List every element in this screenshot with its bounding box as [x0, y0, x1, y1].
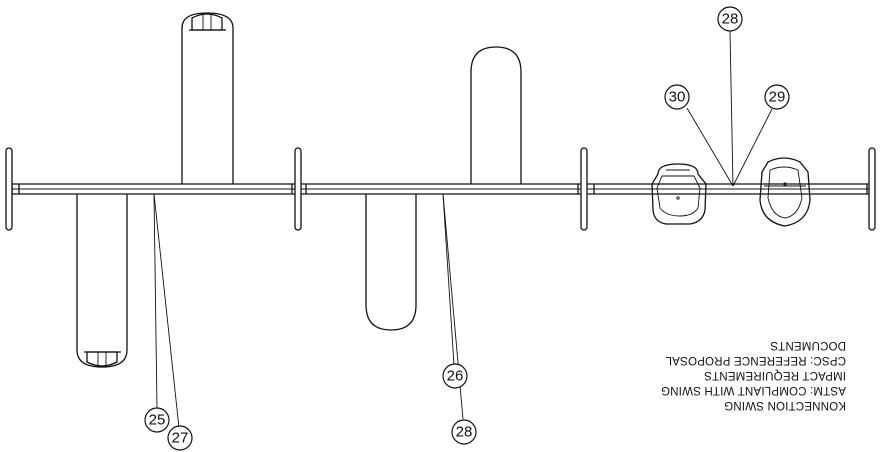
note-line: ASTM: COMPLIANT WITH SWING [660, 384, 846, 396]
svg-text:28: 28 [722, 11, 739, 28]
svg-text:25: 25 [149, 412, 166, 429]
tot-seat-icon [651, 163, 707, 225]
note-line: KONNECTION SWING [723, 399, 846, 411]
callout-27: 27 [167, 425, 193, 451]
callout-28-upper: 28 [717, 6, 743, 32]
belt-seat-icon [189, 13, 226, 31]
note-line: IMPACT REQUIREMENTS [703, 369, 846, 381]
svg-text:29: 29 [769, 89, 786, 106]
svg-text:27: 27 [172, 430, 189, 447]
frame-post-mid-left [294, 147, 302, 231]
note-line: CPSC: REFERENCE PROPOSAL [665, 354, 846, 366]
top-beam [11, 183, 875, 195]
callout-28-lower: 28 [451, 419, 477, 445]
svg-text:30: 30 [669, 89, 686, 106]
svg-text:26: 26 [447, 368, 464, 385]
frame-post-left [5, 147, 13, 231]
swing-path-bay1-top [181, 12, 234, 184]
belt-seat-icon [84, 351, 121, 367]
callout-29: 29 [764, 84, 790, 110]
callout-25: 25 [144, 407, 170, 433]
frame-post-mid-right [580, 147, 588, 231]
drawing-notes: KONNECTION SWING ASTM: COMPLIANT WITH SW… [600, 337, 846, 412]
leader-lines [153, 30, 773, 429]
swing-path-bay2-bottom [365, 194, 417, 331]
callout-30: 30 [664, 84, 690, 110]
swing-path-bay2-top [470, 46, 522, 184]
bucket-seat-icon [759, 157, 811, 227]
note-line: DOCUMENTS [770, 339, 846, 351]
svg-text:28: 28 [456, 424, 473, 441]
swing-path-bay1-bottom [76, 194, 128, 368]
frame-post-right [868, 147, 876, 231]
callout-26: 26 [442, 363, 468, 389]
